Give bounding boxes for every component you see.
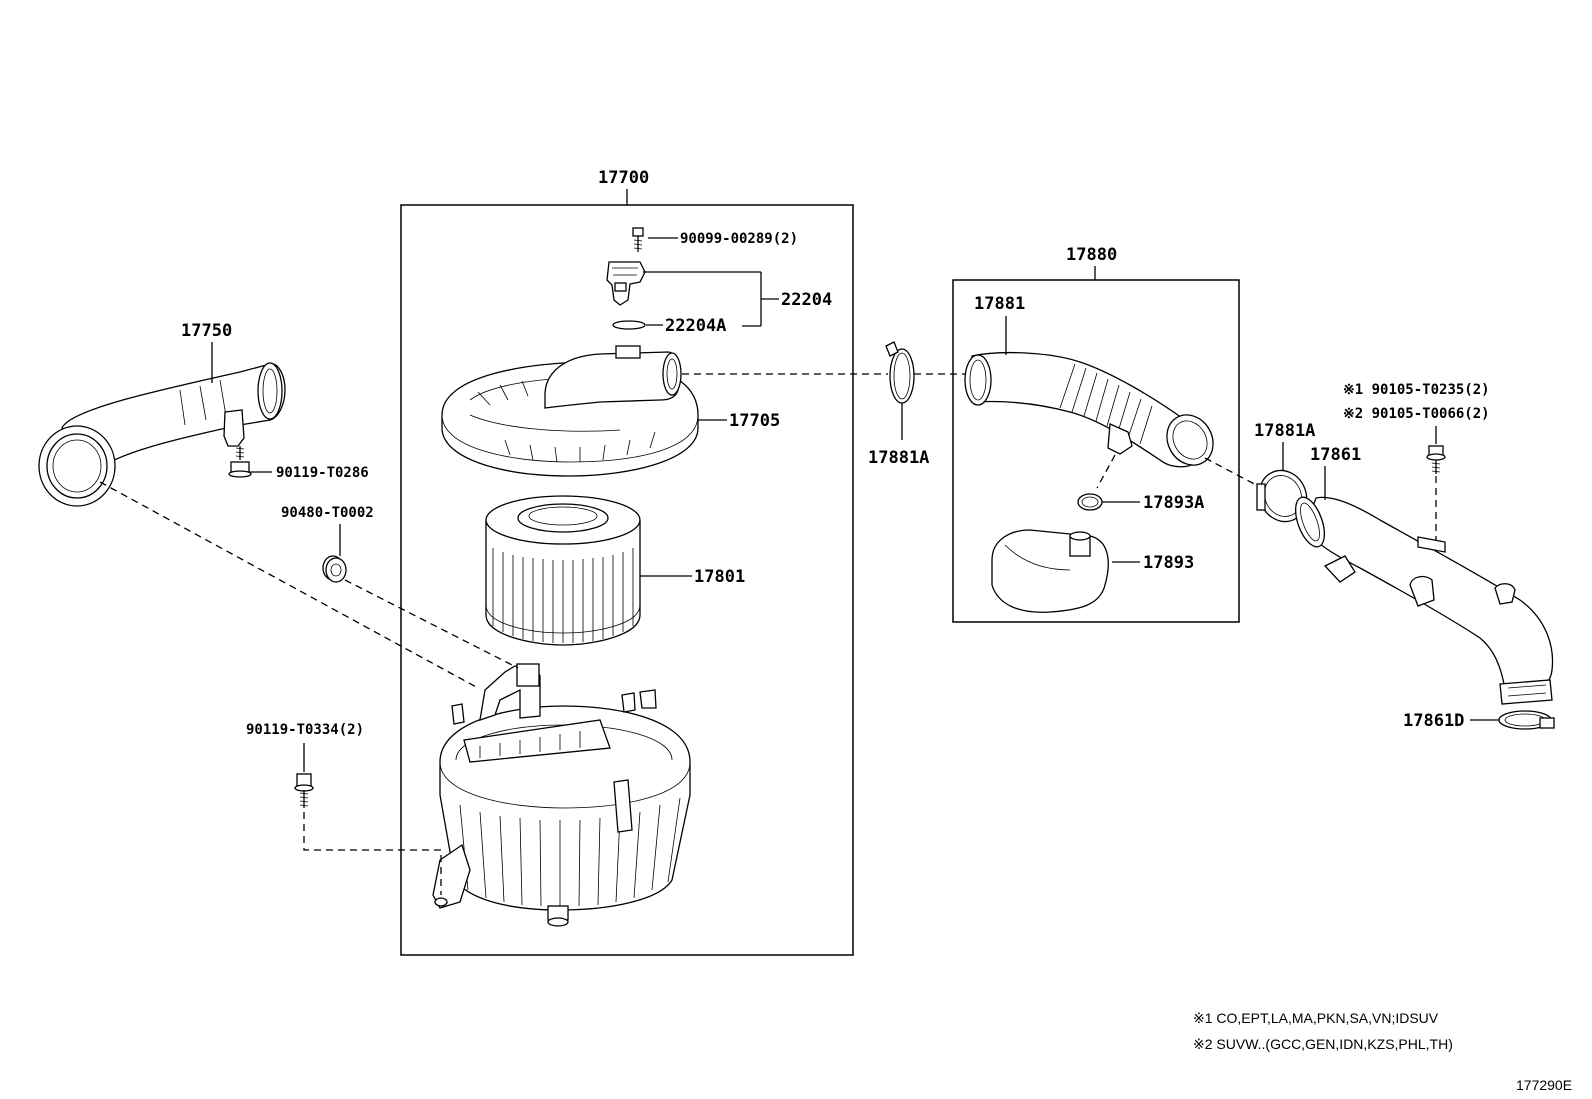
label-22204[interactable]: 22204 bbox=[781, 290, 832, 310]
label-17881a-right[interactable]: 17881A bbox=[1254, 421, 1315, 441]
air-cleaner-cap-icon bbox=[441, 345, 699, 477]
bolt-90105-icon bbox=[1426, 445, 1446, 474]
air-inlet-duct-icon bbox=[38, 362, 286, 507]
leader-bolt-to-case bbox=[303, 812, 442, 895]
label-17801[interactable]: 17801 bbox=[694, 567, 745, 587]
label-90105-t0235[interactable]: ※1 90105-T0235(2) bbox=[1343, 382, 1490, 398]
leader-hose-to-right-clamp bbox=[1204, 457, 1263, 489]
label-90099-00289[interactable]: 90099-00289(2) bbox=[680, 231, 798, 247]
hose-assembly-17880-group: 17880 17881 17893A 17893 bbox=[952, 245, 1240, 623]
label-17881[interactable]: 17881 bbox=[974, 294, 1025, 314]
leader-hose-to-clamp bbox=[1096, 454, 1116, 489]
label-17705[interactable]: 17705 bbox=[729, 411, 780, 431]
clamp-17893a-icon bbox=[1077, 493, 1103, 511]
label-90119-t0334[interactable]: 90119-T0334(2) bbox=[246, 722, 364, 738]
intake-hose-17881-icon bbox=[964, 351, 1214, 468]
label-17880[interactable]: 17880 bbox=[1066, 245, 1117, 265]
o-ring-22204a-icon bbox=[612, 320, 646, 330]
label-90119-t0286[interactable]: 90119-T0286 bbox=[276, 465, 369, 481]
label-17893[interactable]: 17893 bbox=[1143, 553, 1194, 573]
hose-clamp-17881a-left-icon bbox=[885, 341, 915, 404]
label-17893a[interactable]: 17893A bbox=[1143, 493, 1204, 513]
label-17700[interactable]: 17700 bbox=[598, 168, 649, 188]
label-17881a-left[interactable]: 17881A bbox=[868, 448, 929, 468]
screw-90099-icon bbox=[632, 227, 644, 252]
figure-id: 177290E bbox=[1516, 1077, 1572, 1093]
air-cleaner-assembly-group: 17700 90099-00289(2) 22204 22204A bbox=[400, 168, 854, 956]
label-17861d[interactable]: 17861D bbox=[1403, 711, 1464, 731]
air-filter-element-icon bbox=[485, 495, 641, 646]
footnote-1: ※1 CO,EPT,LA,MA,PKN,SA,VN;IDSUV bbox=[1193, 1010, 1439, 1026]
air-cleaner-case-icon bbox=[432, 663, 691, 927]
grommet-90480-icon bbox=[322, 555, 347, 583]
bolt-90119-t0286-icon bbox=[228, 446, 252, 478]
hose-clamp-17881a-right-icon bbox=[1256, 469, 1308, 523]
assembly-17880-frame bbox=[952, 279, 1240, 623]
label-17861[interactable]: 17861 bbox=[1310, 445, 1361, 465]
intake-pipe-17861-icon bbox=[1294, 496, 1554, 705]
label-90480-t0002[interactable]: 90480-T0002 bbox=[281, 505, 374, 521]
bolt-90119-t0334-icon bbox=[294, 773, 314, 808]
leader-grommet-to-case bbox=[344, 579, 519, 669]
label-90105-t0066[interactable]: ※2 90105-T0066(2) bbox=[1343, 406, 1490, 422]
label-17750[interactable]: 17750 bbox=[181, 321, 232, 341]
resonator-17893-icon bbox=[991, 529, 1109, 613]
mass-air-flow-sensor-icon bbox=[606, 261, 646, 306]
clamp-17861d-icon bbox=[1498, 710, 1555, 730]
label-22204a[interactable]: 22204A bbox=[665, 316, 726, 336]
footnote-2: ※2 SUVW..(GCC,GEN,IDN,KZS,PHL,TH) bbox=[1193, 1036, 1453, 1052]
